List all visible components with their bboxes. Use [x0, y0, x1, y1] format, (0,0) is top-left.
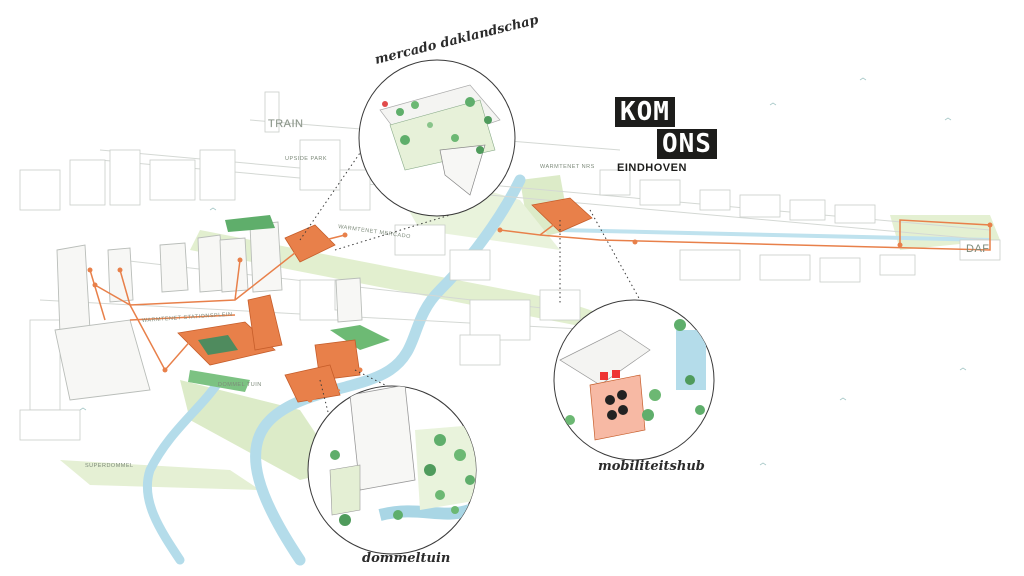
label-warmtenet-stationsplein: WARMTENET STATIONSPLEIN	[142, 312, 233, 324]
logo-line-2: ONS	[657, 129, 717, 159]
stationsplein-tower	[247, 294, 283, 351]
towers	[54, 221, 363, 401]
decorative-birds	[79, 77, 967, 466]
label-upside-park: UPSIDE PARK	[285, 156, 327, 162]
nrs-block	[531, 197, 593, 233]
warmtenet-network	[89, 219, 991, 401]
green-patches	[188, 215, 390, 392]
callout-title-mercado: mercado daklandschap	[373, 13, 540, 68]
label-dommel-tuin: DOMMEL TUIN	[218, 382, 262, 388]
label-daf: DAF	[966, 243, 990, 255]
logo-line-1: KOM	[615, 97, 675, 127]
komons-logo: KOM ONS EINDHOVEN	[615, 97, 745, 177]
label-warmtenet-nrs: WARMTENET NRS	[540, 164, 595, 170]
network-nodes	[87, 222, 993, 403]
callout-title-mobiliteitshub: mobiliteitshub	[598, 459, 705, 474]
callout-mobiliteitshub: mobiliteitshub	[553, 299, 715, 474]
logo-city: EINDHOVEN	[617, 162, 687, 174]
dommel-block-2	[284, 364, 341, 403]
callout-dommeltuin: dommeltuin	[307, 385, 477, 566]
label-superdommel: SUPERDOMMEL	[85, 463, 134, 469]
label-train: TRAIN	[268, 118, 304, 130]
callout-title-dommeltuin: dommeltuin	[362, 551, 450, 566]
roof-solar	[198, 335, 238, 355]
